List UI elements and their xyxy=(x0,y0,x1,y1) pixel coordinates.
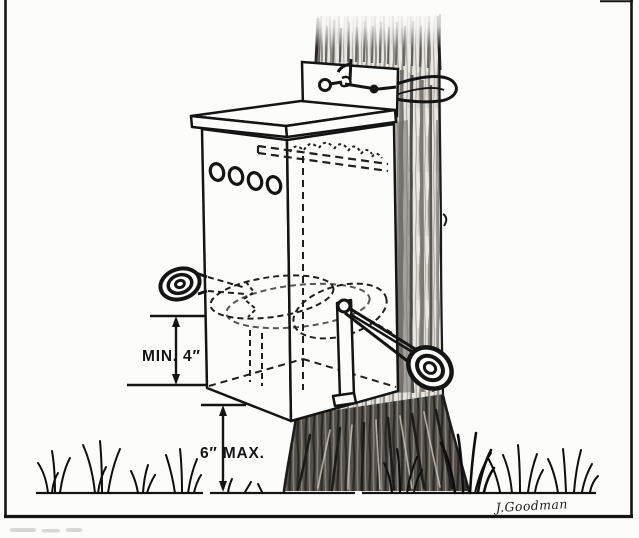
dimension-6-max: 6″ MAX. xyxy=(200,403,265,492)
min-trap-height-label: MIN. 4″ xyxy=(142,348,201,365)
box-lid xyxy=(189,99,398,139)
left-spring-coil xyxy=(158,266,208,302)
vent-holes xyxy=(208,162,283,195)
max-opening-height-label: 6″ MAX. xyxy=(200,445,265,462)
bait-shelf xyxy=(256,141,389,173)
bait xyxy=(289,141,383,159)
grass xyxy=(37,431,599,495)
trap-box xyxy=(200,122,400,423)
cutoff-print-smudge xyxy=(10,528,82,533)
dimension-min-4: MIN. 4″ xyxy=(127,314,206,387)
wire-fastener xyxy=(318,58,397,94)
frame-border xyxy=(4,0,633,519)
artist-signature: J.Goodman xyxy=(492,496,568,515)
tree-roots xyxy=(282,394,471,493)
right-spring-coil xyxy=(336,298,454,391)
